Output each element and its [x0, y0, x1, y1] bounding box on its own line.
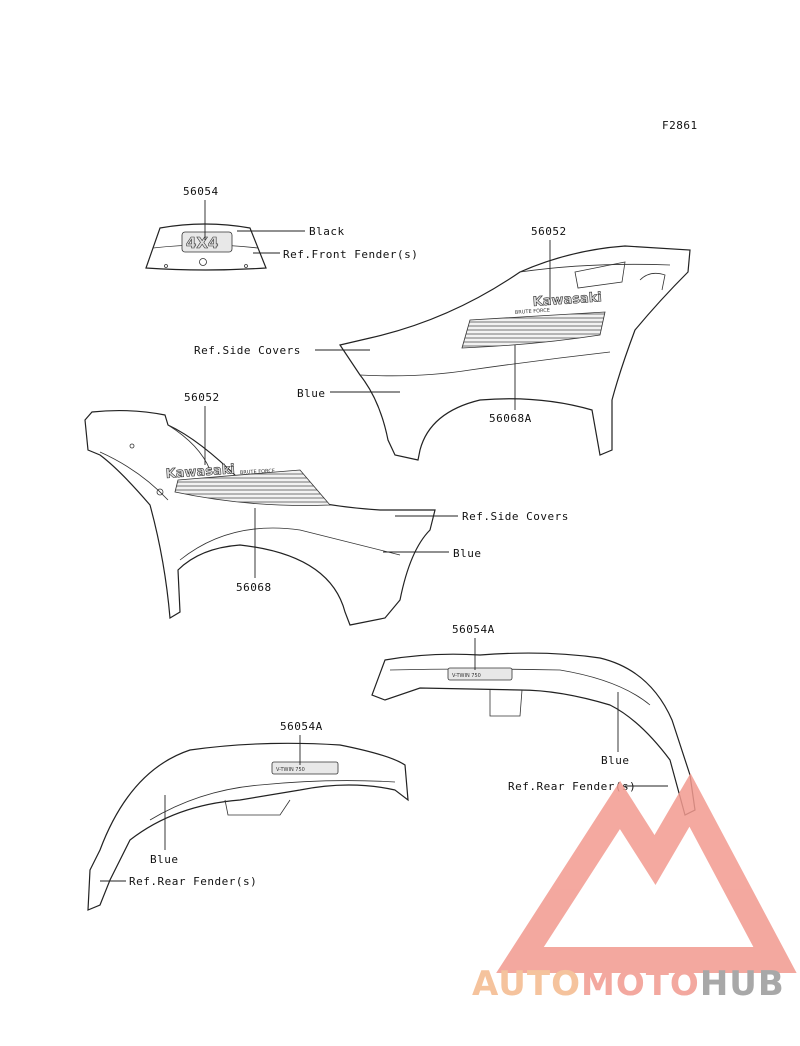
- emblem-4x4-text: 4X4: [186, 234, 218, 252]
- ref-front-fender: Ref.Front Fender(s): [283, 248, 418, 261]
- label-blue-rear-left: Blue: [150, 853, 179, 866]
- part-number-56052-right: 56052: [531, 225, 567, 238]
- watermark-hub: HUB: [700, 964, 785, 1004]
- part-number-56068A: 56068A: [489, 412, 532, 425]
- part-number-56054: 56054: [183, 185, 219, 198]
- vtwin-logo-right: V-TWIN 750: [452, 673, 481, 679]
- ref-side-covers-left: Ref.Side Covers: [462, 510, 569, 523]
- brute-force-left: BRUTE FORCE: [240, 468, 275, 476]
- ref-rear-fender-left: Ref.Rear Fender(s): [129, 875, 257, 888]
- figure-code: F2861: [662, 119, 698, 132]
- rear-fender-left: V-TWIN 750: [87, 742, 409, 911]
- left-side-cover: Kawasaki BRUTE FORCE: [84, 409, 436, 626]
- part-number-56054A-left: 56054A: [280, 720, 323, 733]
- rear-fender-right: V-TWIN 750: [371, 652, 696, 816]
- label-blue-rear-right: Blue: [601, 754, 630, 767]
- automotohub-watermark: AUTOMOTOHUB: [472, 773, 797, 1004]
- watermark-moto: MOTO: [581, 964, 700, 1004]
- part-number-56054A-right: 56054A: [452, 623, 495, 636]
- ref-side-covers-right: Ref.Side Covers: [194, 344, 301, 357]
- brute-force-right: BRUTE FORCE: [515, 308, 550, 316]
- label-black: Black: [309, 225, 345, 238]
- part-number-56068: 56068: [236, 581, 272, 594]
- watermark-auto: AUTO: [472, 964, 581, 1004]
- kawasaki-logo-left: Kawasaki: [165, 462, 235, 482]
- part-number-56052-left: 56052: [184, 391, 220, 404]
- label-blue-right-cover: Blue: [297, 387, 326, 400]
- ref-rear-fender-right: Ref.Rear Fender(s): [508, 780, 636, 793]
- front-fender-decal: 4X4: [145, 223, 267, 271]
- vtwin-logo-left: V-TWIN 750: [276, 767, 305, 773]
- label-blue-left-cover: Blue: [453, 547, 482, 560]
- watermark-text: AUTOMOTOHUB: [472, 964, 785, 1004]
